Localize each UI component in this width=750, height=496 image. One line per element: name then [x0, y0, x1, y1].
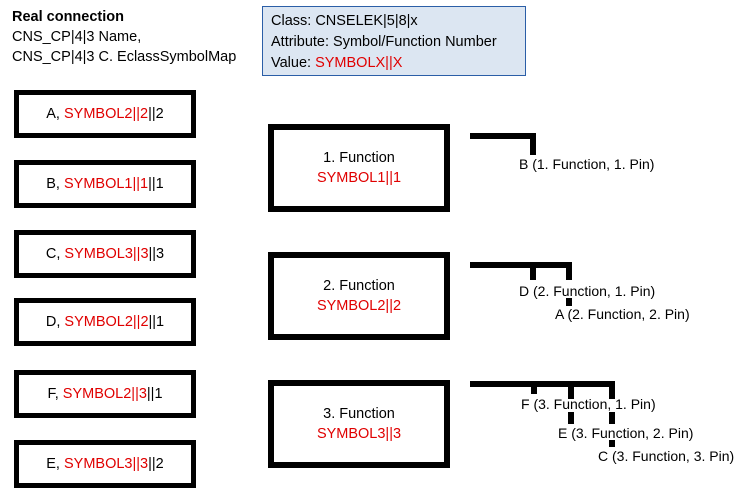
- connection-b-suffix: ||1: [148, 176, 164, 192]
- connection-f-prefix: F,: [47, 386, 63, 402]
- legend-value: SYMBOLX||X: [315, 55, 403, 71]
- pin-label-2-1: D (2. Function, 1. Pin): [519, 283, 656, 299]
- function-box-2-symbol: SYMBOL2||2: [316, 298, 402, 314]
- connection-box-c-text: C, SYMBOL3||3||3: [46, 246, 164, 262]
- connector-tick-3-pin2: [568, 412, 574, 424]
- pin-label-1-1: B (1. Function, 1. Pin): [519, 156, 655, 172]
- connector-tick-3-pin3b: [609, 440, 615, 447]
- function-box-2: 2. Function SYMBOL2||2: [268, 252, 450, 340]
- connection-b-prefix: B,: [46, 176, 64, 192]
- legend-attribute-line: Attribute: Symbol/Function Number: [271, 34, 497, 50]
- connector-stub-1-pin1: [530, 133, 536, 155]
- connection-d-prefix: D,: [45, 314, 65, 330]
- connection-f-suffix: ||1: [146, 386, 163, 402]
- connection-d-suffix: ||1: [148, 314, 165, 330]
- connection-box-a-text: A, SYMBOL2||2||2: [46, 106, 163, 122]
- header-line-2: CNS_CP|4|3 C. EclassSymbolMap: [12, 49, 237, 65]
- function-box-1-symbol: SYMBOL1||1: [316, 170, 402, 186]
- connection-box-c: C, SYMBOL3||3||3: [14, 230, 196, 278]
- connector-stub-3-pin2: [568, 381, 574, 399]
- legend-class-line: Class: CNSELEK|5|8|x: [271, 13, 418, 29]
- connection-box-e-text: E, SYMBOL3||3||2: [46, 456, 163, 472]
- function-box-1-title: 1. Function: [323, 150, 395, 166]
- connector-bar-1: [470, 133, 536, 139]
- pin-label-2-2: A (2. Function, 2. Pin): [555, 306, 690, 322]
- connector-stub-3-pin3: [609, 381, 615, 399]
- connection-box-f: F, SYMBOL2||3||1: [14, 370, 196, 418]
- legend-value-line: Value: SYMBOLX||X: [271, 53, 517, 74]
- connector-bar-3: [470, 381, 615, 387]
- connection-c-prefix: C,: [45, 246, 65, 262]
- legend-value-label: Value:: [271, 55, 316, 71]
- header-block: Real connection CNS_CP|4|3 Name, CNS_CP|…: [12, 8, 252, 67]
- connection-box-d-text: D, SYMBOL2||2||1: [46, 314, 164, 330]
- connector-bar-2b: [470, 262, 572, 268]
- connection-a-prefix: A,: [46, 106, 64, 122]
- connection-a-symbol: SYMBOL2||2: [64, 106, 149, 122]
- connector-tick-2-pin1: [530, 268, 536, 276]
- header-line-1: CNS_CP|4|3 Name,: [12, 29, 142, 45]
- connection-c-symbol: SYMBOL3||3: [64, 246, 149, 262]
- function-box-2-title: 2. Function: [323, 278, 395, 294]
- connection-a-suffix: ||2: [148, 106, 164, 122]
- connection-box-b-text: B, SYMBOL1||1||1: [46, 176, 163, 192]
- legend-box: Class: CNSELEK|5|8|x Attribute: Symbol/F…: [262, 6, 526, 76]
- connector-tick-2-pin2: [566, 298, 572, 306]
- connection-box-b: B, SYMBOL1||1||1: [14, 160, 196, 208]
- connection-box-f-text: F, SYMBOL2||3||1: [47, 386, 162, 402]
- connection-e-symbol: SYMBOL3||3: [64, 456, 149, 472]
- connection-box-e: E, SYMBOL3||3||2: [14, 440, 196, 488]
- page-title: Real connection: [12, 9, 124, 25]
- pin-label-3-3: C (3. Function, 3. Pin): [598, 448, 735, 464]
- connector-tick-3-pin3: [609, 412, 615, 424]
- connection-f-symbol: SYMBOL2||3: [62, 386, 147, 402]
- pin-label-3-1: F (3. Function, 1. Pin): [521, 396, 656, 412]
- connector-stub-2-pin2: [566, 262, 572, 280]
- connection-d-symbol: SYMBOL2||2: [64, 314, 149, 330]
- function-box-3-title: 3. Function: [323, 406, 395, 422]
- connection-box-d: D, SYMBOL2||2||1: [14, 298, 196, 346]
- connection-c-suffix: ||3: [148, 246, 165, 262]
- function-box-3-symbol: SYMBOL3||3: [316, 426, 402, 442]
- connection-b-symbol: SYMBOL1||1: [64, 176, 149, 192]
- connection-e-suffix: ||2: [148, 456, 164, 472]
- connector-tick-3-pin1: [531, 387, 537, 394]
- connection-e-prefix: E,: [46, 456, 64, 472]
- function-box-3: 3. Function SYMBOL3||3: [268, 380, 450, 468]
- function-box-1: 1. Function SYMBOL1||1: [268, 124, 450, 212]
- pin-label-3-2: E (3. Function, 2. Pin): [558, 425, 694, 441]
- connection-box-a: A, SYMBOL2||2||2: [14, 90, 196, 138]
